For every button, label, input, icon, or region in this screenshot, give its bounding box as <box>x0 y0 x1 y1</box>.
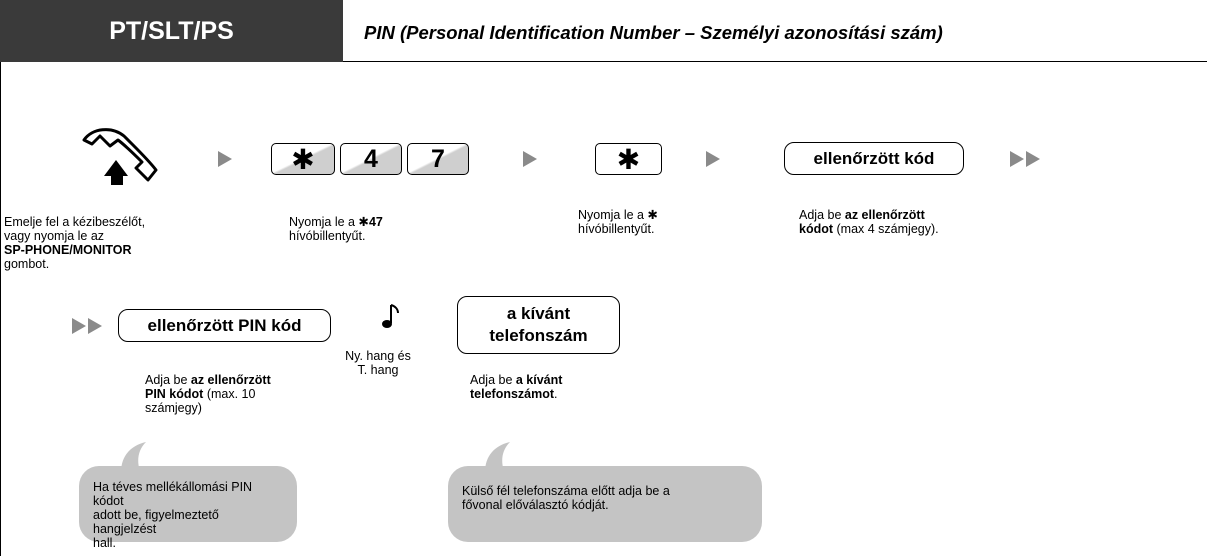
handset-off-hook-icon <box>72 122 164 192</box>
page-title: PT/SLT/PS <box>0 0 343 62</box>
star-description: Nyomja le a ✱ hívóbillentyűt. <box>578 208 658 236</box>
step-arrow <box>1026 151 1040 167</box>
phone-number-description: Adja be a kívánt telefonszámot. <box>470 373 563 401</box>
step-arrow <box>1010 151 1024 167</box>
star-key: ✱ <box>595 143 662 175</box>
verified-pin-entry: ellenőrzött PIN kód <box>118 309 331 342</box>
header: PT/SLT/PS PIN (Personal Identification N… <box>0 0 1207 62</box>
digit-7-key: 7 <box>407 143 469 175</box>
outside-line-note: Külső fél telefonszáma előtt adja be a f… <box>448 466 762 542</box>
verified-pin-description: Adja be az ellenőrzött PIN kódot (max. 1… <box>145 373 271 415</box>
step-arrow <box>88 318 102 334</box>
verified-code-entry: ellenőrzött kód <box>784 142 964 175</box>
step-arrow <box>218 151 232 167</box>
offhook-description: Emelje fel a kézibeszélőt, vagy nyomja l… <box>4 215 146 271</box>
code47-description: Nyomja le a ✱47 hívóbillentyűt. <box>289 215 383 243</box>
verified-code-description: Adja be az ellenőrzött kódot (max 4 szám… <box>799 208 939 236</box>
step-arrow <box>706 151 720 167</box>
tone-label: Ny. hang és T. hang <box>345 349 411 377</box>
pin-warning-note: Ha téves mellékállomási PIN kódot adott … <box>79 466 297 550</box>
page-subtitle: PIN (Personal Identification Number – Sz… <box>364 22 943 43</box>
step-arrow <box>72 318 86 334</box>
step-arrow <box>523 151 537 167</box>
star-key: ✱ <box>271 143 335 175</box>
phone-number-entry: a kívánt telefonszám <box>457 296 620 354</box>
digit-4-key: 4 <box>340 143 402 175</box>
music-note-icon <box>380 302 404 332</box>
